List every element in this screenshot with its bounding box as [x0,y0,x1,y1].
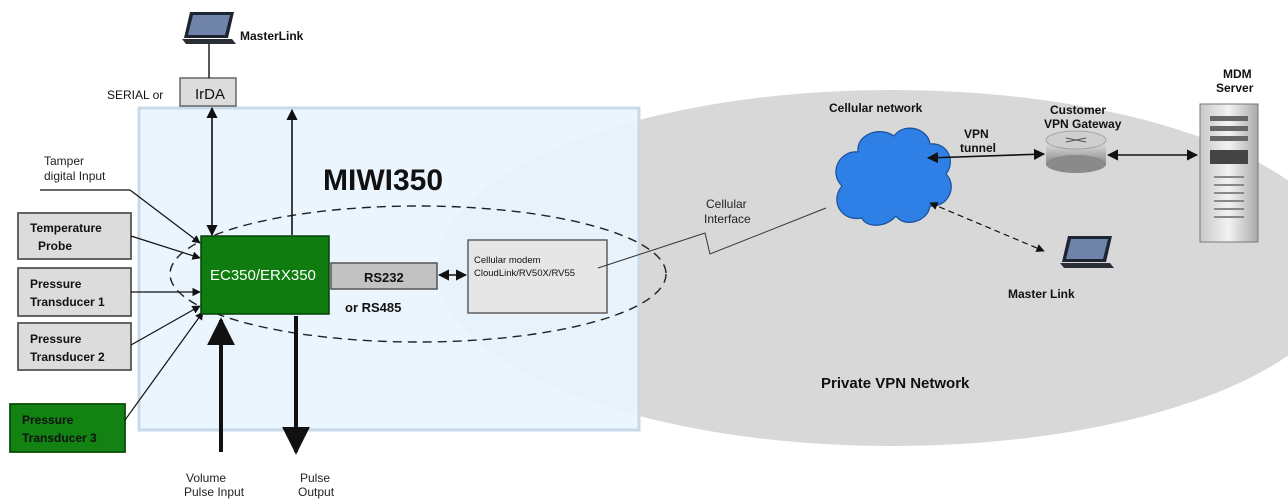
private-vpn-label: Private VPN Network [821,375,970,392]
cellular-interface-label-1: Cellular [706,197,747,211]
pressure-transducer-3-arrow [124,311,204,421]
temperature-probe-box [17,212,132,260]
tamper-label-2: digital Input [44,169,106,183]
masterlink-top-label: MasterLink [240,29,304,43]
pressure-transducer-2-arrow [130,305,201,346]
vpn-tunnel-arrow [926,148,1046,164]
private-vpn-ellipse [437,90,1288,446]
pressure-transducer-2-box [17,322,132,371]
pressure-transducer-1-label-2: Transducer 1 [30,295,105,309]
temperature-probe-label-2: Probe [38,239,72,253]
mdm-label-1: MDM [1223,67,1252,81]
vpn-tunnel-label-2: tunnel [960,141,996,155]
pulse-label-2: Output [298,485,335,499]
tamper-arrow [129,189,201,244]
temperature-probe-arrow [130,235,201,260]
device-boundary-ellipse [169,205,667,343]
pressure-transducer-1-label-1: Pressure [30,277,82,291]
pressure-transducer-3-label-2: Transducer 3 [22,431,97,445]
pulse-label-1: Pulse [300,471,330,485]
cellular-interface-label-2: Interface [704,212,751,226]
rs232-label: RS232 [364,270,404,285]
laptop-icon [182,12,236,44]
ec350-box [200,235,330,315]
irda-box [179,77,237,107]
mdm-label-2: Server [1216,81,1254,95]
rs232-box [330,262,438,290]
tamper-label-1: Tamper [44,154,84,168]
pressure-transducer-2-label-1: Pressure [30,332,82,346]
vpn-tunnel-label-1: VPN [964,127,989,141]
volume-label-2: Pulse Input [184,485,245,499]
router-icon [1045,130,1107,173]
ec350-label: EC350/ERX350 [210,267,316,284]
cellular-interface-link [597,207,827,269]
cloud-masterlink-dashed-arrow [929,202,1045,252]
rs485-label: or RS485 [345,300,401,315]
cellular-modem-label-2: CloudLink/RV50X/RV55 [474,268,575,279]
cellular-modem-label-1: Cellular modem [474,255,541,266]
pressure-transducer-3-label-1: Pressure [22,413,74,427]
cellular-modem-box [467,239,608,314]
volume-label-1: Volume [186,471,226,485]
pressure-transducer-3-box [9,403,126,453]
gateway-label-1: Customer [1050,103,1106,117]
laptop-icon [1060,236,1114,268]
pressure-transducer-2-label-2: Transducer 2 [30,350,105,364]
irda-label: IrDA [195,86,225,103]
cellular-network-label: Cellular network [829,101,923,115]
page-title: MIWI350 [323,164,443,197]
serial-or-label: SERIAL or [107,88,163,102]
master-link-right-label: Master Link [1008,287,1075,301]
gateway-label-2: VPN Gateway [1044,117,1122,131]
cloud-icon [835,127,952,226]
server-icon [1199,103,1259,243]
temperature-probe-label-1: Temperature [30,221,102,235]
